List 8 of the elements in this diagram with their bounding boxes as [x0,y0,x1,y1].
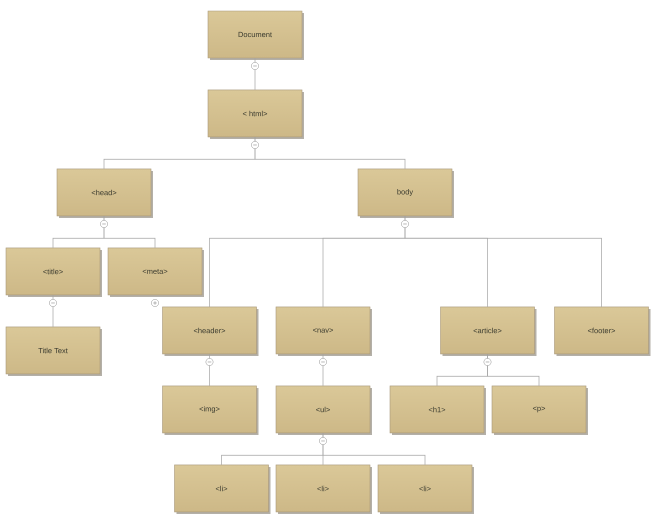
connector-line [52,294,54,328]
connector-line [487,354,540,386]
connector-line [209,354,210,386]
connector-line [254,136,406,170]
connector-line [104,216,156,248]
connector-line [322,354,324,386]
connector-line [322,432,426,466]
connector-line [254,58,256,90]
